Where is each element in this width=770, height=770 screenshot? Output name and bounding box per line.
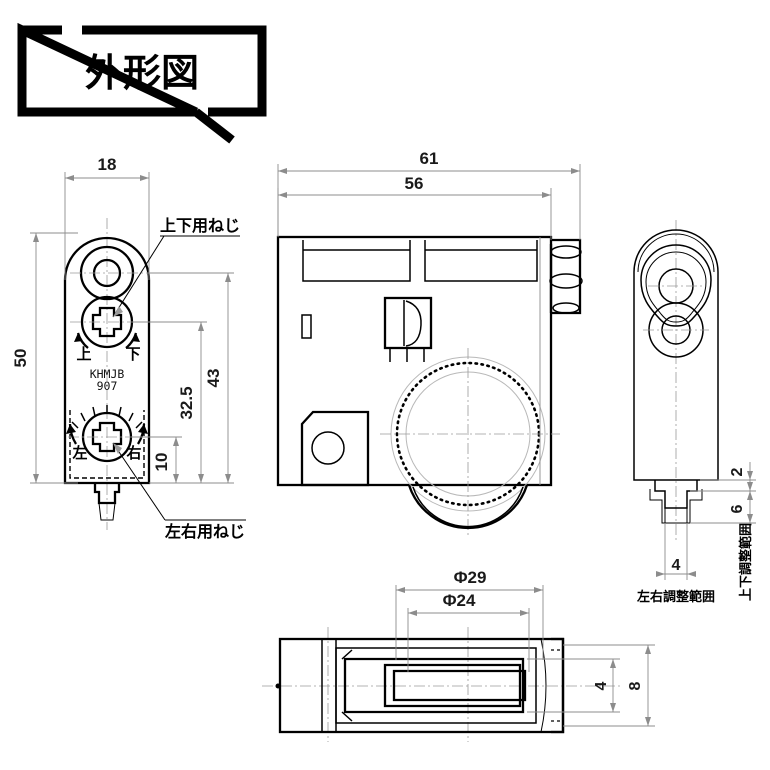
dim-32_5-value: 32.5 (177, 386, 196, 419)
badge-tail (193, 108, 235, 144)
front-bottom-boot (98, 502, 116, 521)
dim-4-bottom-value: 4 (593, 681, 610, 690)
badge-label: 外形図 (85, 51, 199, 95)
front-arrow-down-head (131, 333, 140, 342)
rear-label-range-leftright: 左右調整範囲 (637, 589, 715, 605)
rear-view: 2 6 4 左右調整範囲 上下調整範囲 (633, 220, 756, 605)
front-label-right: 右 (126, 444, 141, 462)
front-arrow-up-head (74, 333, 83, 342)
dim-8-bottom: 8 (563, 644, 655, 727)
side-bracket-hole (311, 431, 345, 465)
bottom-connector-end (551, 637, 565, 734)
annotation-screw-updown-label: 上下用ねじ (160, 216, 240, 235)
bottom-lens-inner (392, 669, 527, 702)
annotation-screw-updown: 上下用ねじ (112, 216, 240, 318)
dim-32_5: 32.5 (132, 321, 207, 484)
dim-61: 61 (277, 149, 581, 240)
dim-4-rear-value: 4 (672, 557, 681, 574)
dim-dia24: Φ24 (407, 591, 530, 672)
dim-10-value: 10 (152, 453, 171, 472)
dim-dia29-value: Φ29 (454, 568, 487, 587)
dim-50: 50 (11, 232, 78, 484)
side-top-slot-left (302, 240, 411, 282)
front-arrow-right-head (138, 424, 148, 434)
rear-label-range-updown: 上下調整範囲 (738, 523, 754, 601)
front-leftright-screw-cross (91, 421, 123, 453)
dim-6: 6 (690, 482, 756, 524)
dim-dia24-value: Φ24 (443, 591, 476, 610)
bottom-connector-curve (540, 638, 547, 733)
title-badge: 外形図 (17, 22, 267, 144)
front-label-down: 下 (125, 345, 140, 363)
rear-lens-inner (645, 251, 707, 323)
annotation-screw-leftright: 左右用ねじ (112, 442, 246, 541)
annotation-screw-leftright-label: 左右用ねじ (164, 522, 245, 541)
bottom-connector-dashes (551, 649, 563, 722)
side-connector-ring-bottom (552, 302, 580, 314)
side-indicator-slot (301, 314, 312, 339)
dim-18-value: 18 (98, 155, 117, 174)
side-view: 61 56 (276, 149, 583, 538)
dim-dia29: Φ29 (395, 568, 544, 660)
bottom-lens-outer (343, 657, 525, 714)
front-label-up: 上 (76, 345, 91, 363)
bottom-chamfers (341, 649, 353, 722)
front-label-left: 左 (71, 444, 87, 462)
front-model-line2: 907 (97, 379, 118, 393)
bottom-inner-frame (335, 647, 537, 724)
bottom-view: Φ29 Φ24 4 (262, 568, 655, 742)
dim-56-value: 56 (405, 174, 424, 193)
front-view: 上 下 KHMJB 907 左 右 (11, 155, 246, 541)
dim-18: 18 (64, 155, 150, 280)
side-connector (549, 238, 583, 315)
dim-6-value: 6 (729, 504, 746, 513)
front-hidden-outline (69, 410, 145, 479)
side-component-block (383, 296, 433, 362)
rear-lens-outline (640, 244, 712, 327)
bottom-lens-sides (344, 659, 524, 712)
side-component-body (383, 296, 433, 350)
side-top-slot-right (424, 240, 538, 282)
side-dome-lower-arc2 (412, 486, 524, 528)
dim-10: 10 (131, 436, 182, 484)
rear-body-inner-rim (637, 233, 715, 273)
side-dome-lower-arc (407, 484, 529, 530)
dim-4-bottom: 4 (527, 658, 620, 713)
dim-8-bottom-value: 8 (627, 681, 644, 690)
front-arrow-left-head (66, 424, 76, 434)
side-connector-ring-mid (549, 273, 583, 289)
side-bracket-foot (300, 410, 370, 487)
front-leftright-scale-ticks (71, 405, 143, 429)
rear-bottom-stem-ghost (649, 489, 703, 524)
side-body-outline (276, 235, 553, 487)
front-bottom-stem (93, 483, 121, 505)
dim-50-value: 50 (11, 349, 30, 368)
badge-frame (17, 22, 267, 117)
side-connector-ring-top (550, 245, 582, 259)
dim-43: 43 (149, 272, 234, 484)
dim-2: 2 (690, 462, 756, 500)
front-model-line1: KHMJB (90, 367, 125, 381)
dim-43-value: 43 (204, 369, 223, 388)
dim-4-rear: 4 (656, 523, 696, 580)
rear-body-outline (633, 229, 719, 481)
side-component-curve (405, 300, 422, 347)
dim-2-value: 2 (729, 467, 746, 476)
bottom-lens-mid (383, 663, 522, 708)
bottom-center-dot (275, 683, 281, 689)
dim-61-value: 61 (420, 149, 439, 168)
dim-56: 56 (277, 174, 552, 240)
front-top-boss (79, 245, 135, 301)
